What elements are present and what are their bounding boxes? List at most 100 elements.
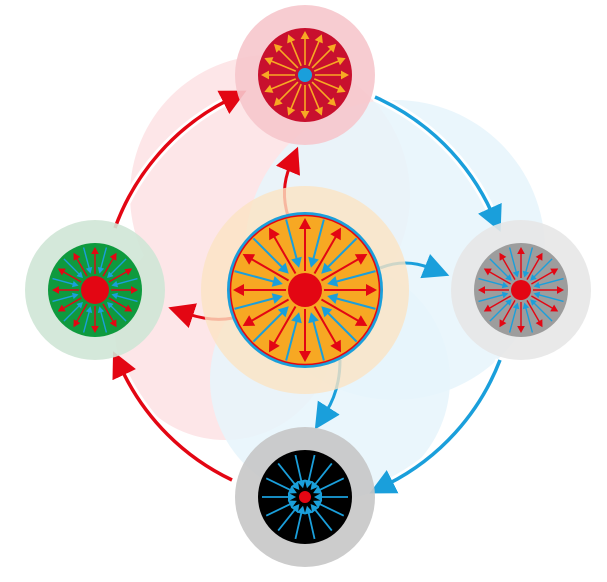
arrow-head (97, 266, 105, 274)
arrow-head (91, 247, 99, 254)
arrow-head (505, 274, 512, 281)
arrow-head (298, 218, 312, 229)
radial-arrow (489, 301, 510, 322)
arrow-head (85, 306, 93, 314)
radial-arrow (268, 59, 297, 72)
node-core (298, 68, 312, 82)
node-bottom (235, 427, 375, 567)
arrow-head (71, 292, 79, 300)
arrow-head (264, 57, 274, 66)
radial-arrow (332, 270, 376, 284)
arrow-head (310, 480, 320, 490)
radial-arrow (311, 219, 325, 263)
arrow-head (291, 312, 302, 324)
state-nodes (25, 5, 591, 567)
radial-arrow (52, 294, 76, 303)
node-right (451, 220, 591, 360)
arrow-head (550, 268, 559, 276)
arrow-head (327, 276, 339, 287)
radial-arrow (108, 269, 129, 283)
arrow-head (273, 43, 283, 53)
arrow-head (327, 293, 339, 304)
radial-arrow (311, 46, 334, 69)
arrow-head (327, 97, 337, 107)
radial-arrow (531, 269, 555, 285)
arrow-head (124, 268, 133, 276)
arrow-head (330, 227, 341, 241)
arrow-head (300, 111, 310, 119)
arrow-head (354, 315, 368, 326)
arrow-head (321, 306, 333, 318)
radial-arrow (536, 293, 564, 303)
node-left (25, 220, 165, 360)
radial-arrow (532, 301, 553, 322)
radial-arrow (320, 256, 363, 282)
arrow-head (71, 280, 79, 288)
arrow-head (97, 306, 105, 314)
arrow-head (271, 293, 283, 304)
radial-arrow (324, 309, 358, 343)
radial-arrow (285, 317, 299, 361)
arrow-head (233, 283, 244, 297)
radial-arrow (82, 247, 91, 271)
arrow-head (314, 34, 323, 44)
radial-arrow (313, 78, 342, 91)
radial-arrow (526, 256, 542, 280)
radial-arrow (478, 293, 506, 303)
arrow-head (57, 304, 66, 312)
arrow-head (296, 505, 306, 515)
radial-arrow (52, 277, 76, 286)
radial-arrow (102, 256, 116, 277)
arrow-head (76, 302, 83, 309)
radial-arrow (276, 81, 299, 104)
radial-arrow (102, 303, 116, 324)
arrow-head (57, 268, 66, 276)
arrow-head (287, 34, 296, 44)
arrow-head (242, 254, 256, 265)
arrow-head (336, 57, 346, 66)
arrow-head (330, 339, 341, 353)
arrow-top-to-right (374, 95, 502, 232)
arrow-head (512, 302, 520, 310)
arrow-head (308, 312, 319, 324)
radial-arrow (271, 305, 297, 348)
radial-arrow (99, 247, 108, 271)
radial-arrow (63, 258, 81, 276)
arrow-head (533, 291, 541, 299)
node-core (299, 491, 311, 503)
radial-arrow (500, 256, 516, 280)
arrow-head (287, 106, 296, 116)
radial-arrow (312, 462, 333, 487)
radial-arrow (265, 477, 293, 492)
node-core (81, 276, 109, 304)
arrow-head (313, 485, 323, 494)
arrow-head (313, 500, 323, 509)
arrow-head (522, 270, 530, 278)
radial-arrow (74, 256, 88, 277)
arrow-head (52, 286, 59, 294)
radial-arrow (311, 81, 334, 104)
arrow-head (304, 479, 314, 489)
arrow-head (535, 319, 543, 328)
radial-arrow (531, 295, 555, 311)
radial-arrow (252, 237, 286, 271)
arrow-head (530, 274, 537, 281)
arrow-head (501, 291, 509, 299)
arrow-head (512, 270, 520, 278)
arrow-head (483, 268, 492, 276)
radial-arrow (74, 303, 88, 324)
arrow-head (290, 480, 300, 490)
arrow-head (109, 319, 117, 328)
arrow-head (242, 315, 256, 326)
arrow-head (269, 339, 280, 353)
radial-arrow (526, 300, 542, 324)
arrow-head (314, 106, 323, 116)
radial-arrow (312, 507, 333, 532)
arrow-head (273, 97, 283, 107)
arrow-head (288, 492, 296, 502)
arrow-head (264, 84, 274, 93)
node-center (201, 186, 409, 394)
arrow-head (517, 326, 525, 333)
arrow-head (107, 271, 114, 278)
radial-arrow (313, 232, 339, 275)
